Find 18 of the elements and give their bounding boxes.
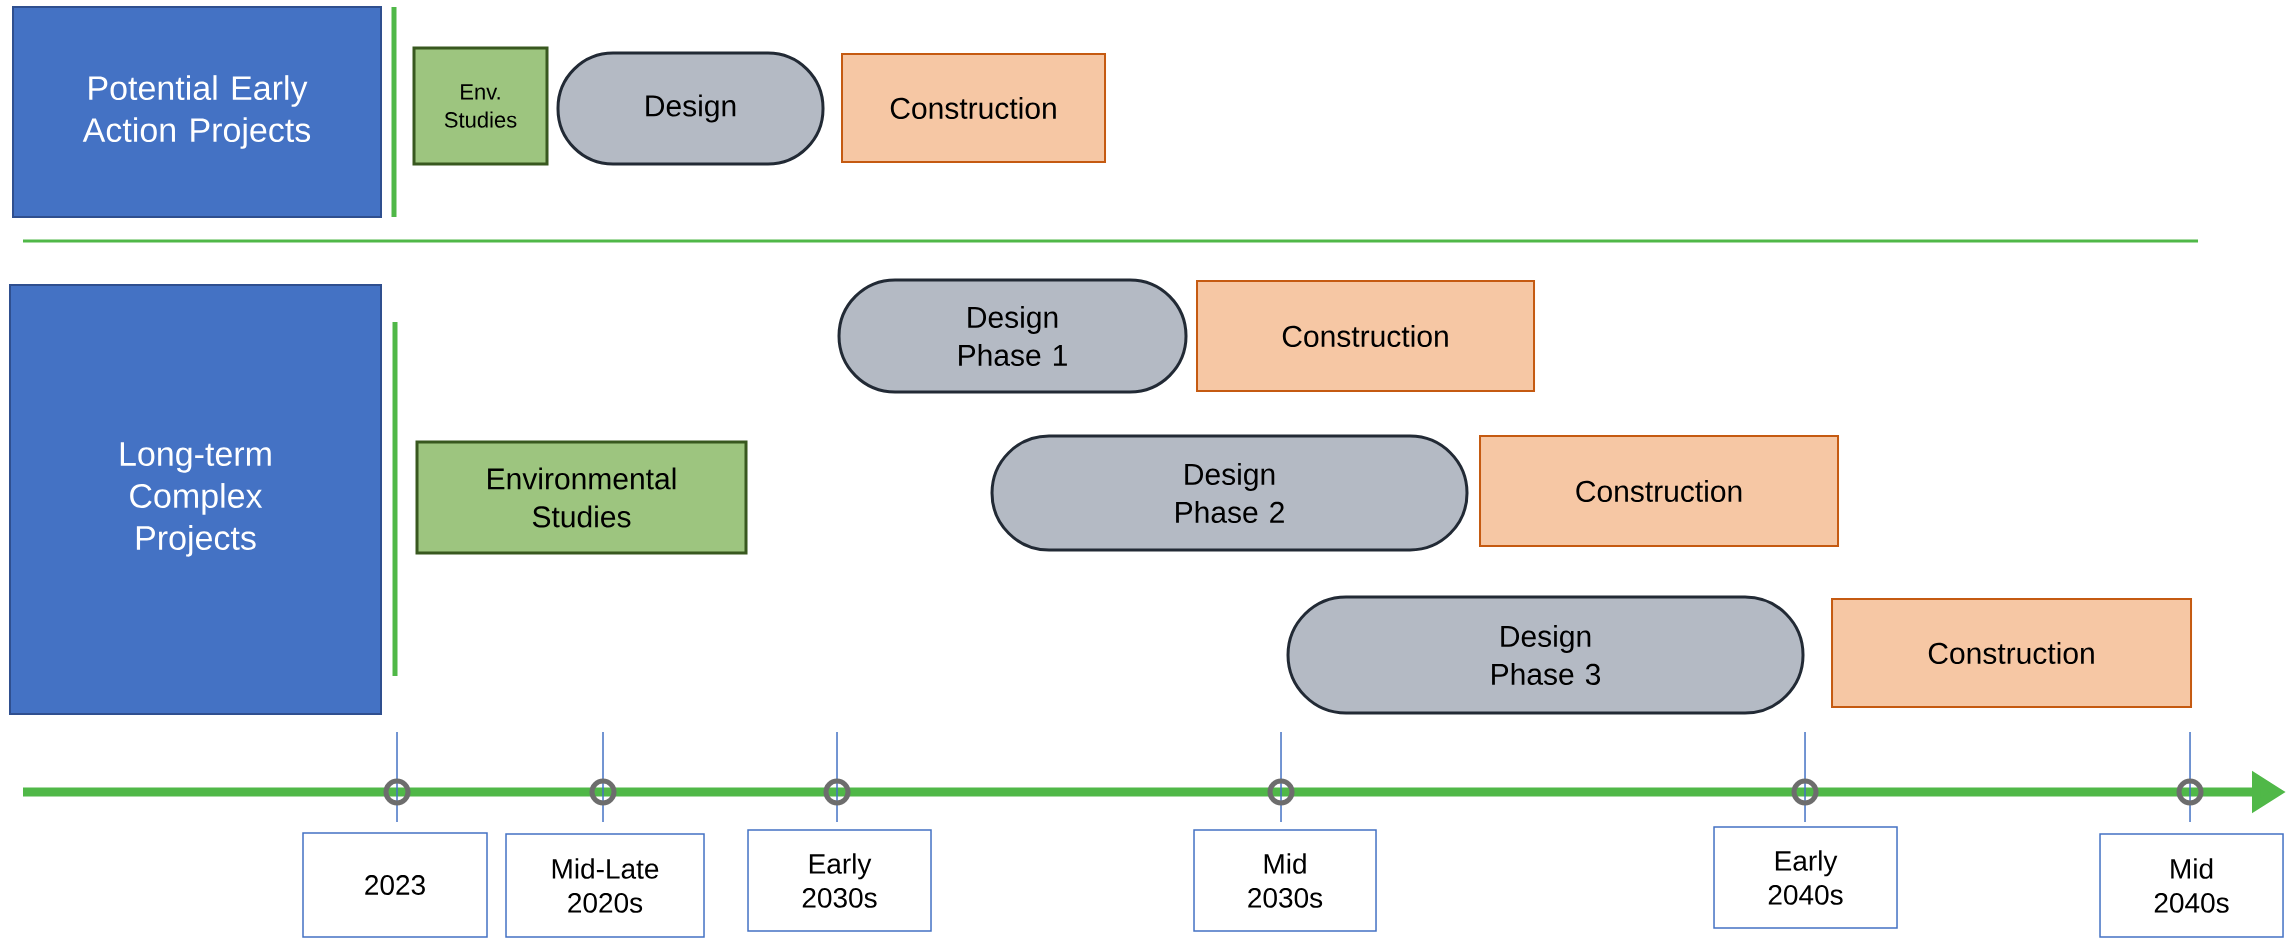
construction-box: Construction — [1831, 598, 2193, 708]
design-pill: Design Phase 2 — [990, 434, 1469, 552]
construction-box: Construction — [841, 53, 1106, 163]
studies-box: Env. Studies — [412, 46, 549, 166]
studies-box: Environmental Studies — [415, 440, 748, 555]
date-box: 2023 — [302, 832, 488, 938]
construction-box: Construction — [1196, 280, 1535, 392]
date-box: Mid 2030s — [1193, 829, 1377, 932]
construction-box: Construction — [1479, 435, 1839, 547]
date-box: Early 2030s — [747, 829, 932, 932]
design-pill: Design Phase 1 — [837, 278, 1188, 394]
design-pill: Design — [556, 51, 825, 166]
project-group-box: Potential Early Action Projects — [12, 6, 382, 218]
design-pill: Design Phase 3 — [1286, 595, 1805, 715]
project-group-box: Long-term Complex Projects — [9, 284, 382, 715]
date-box: Mid 2040s — [2099, 833, 2284, 938]
date-box: Mid-Late 2020s — [505, 833, 705, 938]
date-box: Early 2040s — [1713, 826, 1898, 929]
